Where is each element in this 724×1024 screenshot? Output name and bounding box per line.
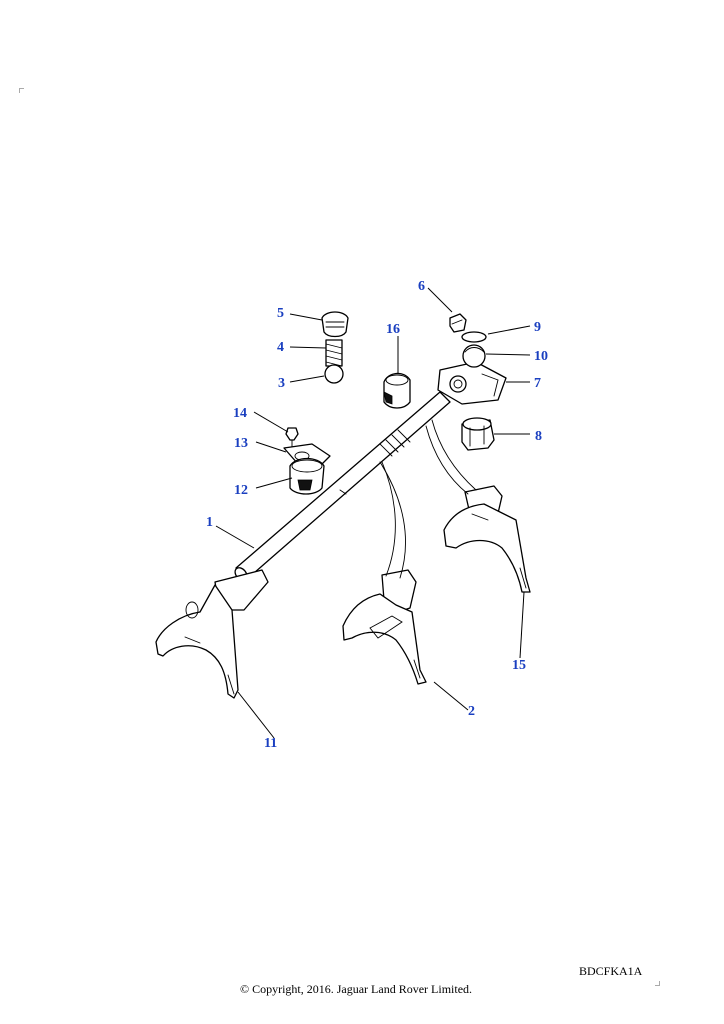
callout-7[interactable]: 7	[534, 376, 541, 391]
guide-line-right	[425, 425, 469, 495]
slotted-plug	[321, 311, 349, 338]
crop-mark-top-left	[19, 88, 24, 93]
callout-6[interactable]: 6	[418, 279, 425, 294]
bolt	[285, 427, 299, 449]
selector-block	[437, 361, 507, 405]
castellated-nut	[461, 417, 495, 451]
shift-fork-left	[155, 569, 269, 699]
guide-line-right-2	[431, 419, 477, 491]
detent-ball	[324, 364, 344, 384]
shift-fork-right	[443, 485, 531, 593]
copyright-notice: © Copyright, 2016. Jaguar Land Rover Lim…	[239, 982, 473, 996]
shift-fork-middle	[342, 569, 427, 685]
detent-spring	[325, 339, 343, 367]
guide-line-middle-2	[381, 461, 396, 577]
selector-shaft	[234, 391, 451, 581]
callout-13[interactable]: 13	[234, 436, 248, 451]
diagram-reference-code: BDCFKA1A	[579, 964, 643, 978]
leader-lines	[215, 287, 531, 739]
callout-8[interactable]: 8	[535, 429, 542, 444]
bush-upper	[383, 372, 411, 409]
callout-12[interactable]: 12	[234, 483, 248, 498]
o-ring	[461, 331, 487, 343]
callout-4[interactable]: 4	[277, 340, 284, 355]
bush-lower	[289, 457, 325, 495]
callout-9[interactable]: 9	[534, 320, 541, 335]
callout-10[interactable]: 10	[534, 349, 548, 364]
crop-mark-bottom-right	[655, 981, 660, 986]
ball-joint	[462, 344, 486, 368]
guide-line-small	[339, 489, 347, 495]
callout-labels: 1 2 3 4 5 6 7 8 9 10 11 12 13 14 15 16	[206, 279, 548, 751]
callout-16[interactable]: 16	[386, 322, 400, 337]
callout-11[interactable]: 11	[264, 736, 277, 751]
callout-1[interactable]: 1	[206, 515, 213, 530]
callout-5[interactable]: 5	[277, 306, 284, 321]
callout-3[interactable]: 3	[278, 376, 285, 391]
guide-line-middle	[379, 461, 406, 579]
callout-2[interactable]: 2	[468, 704, 475, 719]
callout-15[interactable]: 15	[512, 658, 526, 673]
callout-14[interactable]: 14	[233, 406, 247, 421]
small-plug	[449, 313, 467, 333]
